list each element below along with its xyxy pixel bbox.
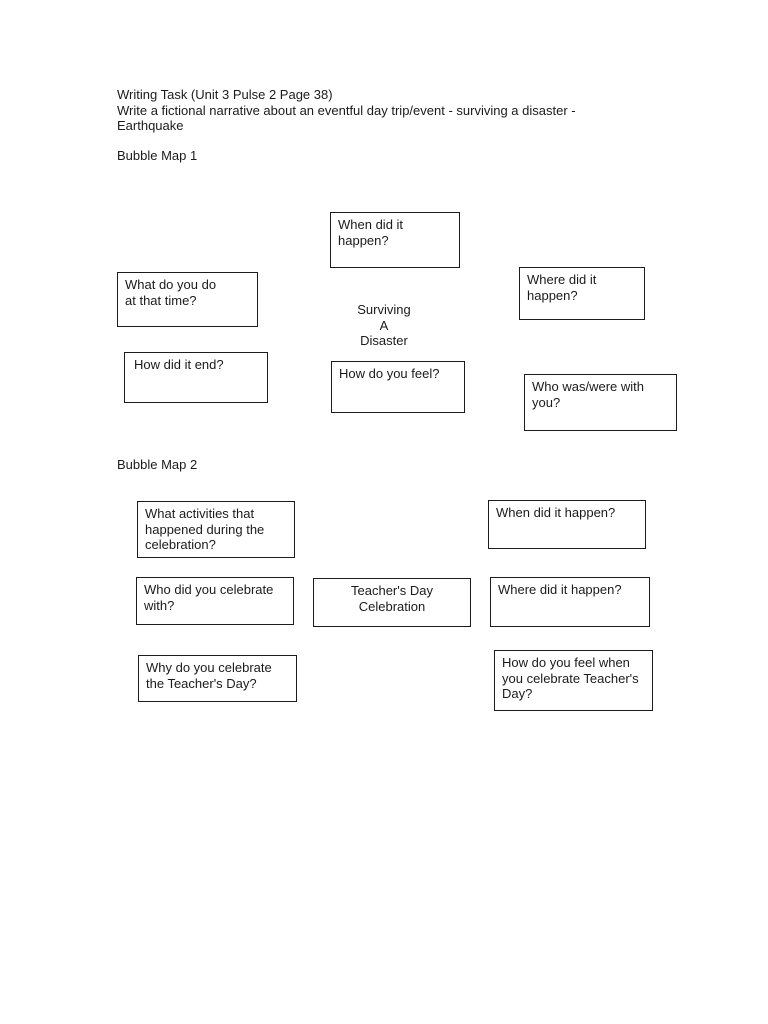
bubble-map-2-heading: Bubble Map 2 <box>117 457 198 472</box>
bm1-whowith-line1: Who was/were with <box>532 379 644 394</box>
writing-task-title: Writing Task (Unit 3 Pulse 2 Page 38) <box>117 87 333 102</box>
bm1-howend-line1: How did it end? <box>134 357 224 372</box>
bm1-box-when-did-it-happen: When did it happen? <box>330 212 460 268</box>
bm2-box-what-activities: What activities that happened during the… <box>137 501 295 558</box>
bm1-center-line1: Surviving <box>357 302 411 317</box>
bubble-map-1-heading: Bubble Map 1 <box>117 148 198 163</box>
bm1-when-line2: happen? <box>338 232 389 248</box>
bm1-where-line2: happen? <box>527 287 578 303</box>
bm1-box-what-do-you-do: What do you do at that time? <box>117 272 258 327</box>
bm1-when-line1: When did it <box>338 217 404 232</box>
bm1-where-line1: Where did it <box>527 272 597 287</box>
bm1-whowith-line2: you? <box>532 394 561 410</box>
bm2-box-who-did-you-celebrate: Who did you celebrate with? <box>136 577 294 625</box>
bm1-center-topic: Surviving A Disaster <box>323 302 445 349</box>
bm2-activities-line2: happened during the <box>145 521 265 537</box>
bm2-box-why-do-you-celebrate: Why do you celebrate the Teacher's Day? <box>138 655 297 702</box>
bm2-whocelebrate-line1: Who did you celebrate <box>144 582 274 597</box>
bm2-howfeel-line3: Day? <box>502 686 533 701</box>
bm1-center-line2: A <box>379 317 389 333</box>
bm2-when-line1: When did it happen? <box>496 505 616 520</box>
bm1-box-where-did-it-happen: Where did it happen? <box>519 267 645 320</box>
bm1-box-how-did-it-end: How did it end? <box>124 352 268 403</box>
bm1-whatdo-line2: at that time? <box>125 292 197 308</box>
bm2-howfeel-line2: you celebrate Teacher's <box>502 670 639 686</box>
task-description-line2: Earthquake <box>117 118 184 133</box>
bm2-box-how-do-you-feel: How do you feel when you celebrate Teach… <box>494 650 653 711</box>
bm1-center-line3: Disaster <box>360 333 408 348</box>
task-description-line1: Write a fictional narrative about an eve… <box>117 102 576 118</box>
bm2-activities-line1: What activities that <box>145 506 255 521</box>
bm1-howfeel-line1: How do you feel? <box>339 366 440 381</box>
bm2-whocelebrate-line2: with? <box>144 597 175 613</box>
header-block: Writing Task (Unit 3 Pulse 2 Page 38) Wr… <box>117 87 576 134</box>
bm2-why-line2: the Teacher's Day? <box>146 675 257 691</box>
bm1-whatdo-line1: What do you do <box>125 277 217 292</box>
bm2-center-topic-box: Teacher's Day Celebration <box>313 578 471 627</box>
bm2-where-line1: Where did it happen? <box>498 582 622 597</box>
bm2-why-line1: Why do you celebrate <box>146 660 272 675</box>
bm2-center-line1: Teacher's Day <box>351 583 433 598</box>
bm2-box-when-did-it-happen: When did it happen? <box>488 500 646 549</box>
bm1-box-who-was-with-you: Who was/were with you? <box>524 374 677 431</box>
bm2-activities-line3: celebration? <box>145 537 216 552</box>
bm2-howfeel-line1: How do you feel when <box>502 655 630 670</box>
bm1-box-how-do-you-feel: How do you feel? <box>331 361 465 413</box>
bm2-box-where-did-it-happen: Where did it happen? <box>490 577 650 627</box>
bm2-center-line2: Celebration <box>358 598 426 614</box>
